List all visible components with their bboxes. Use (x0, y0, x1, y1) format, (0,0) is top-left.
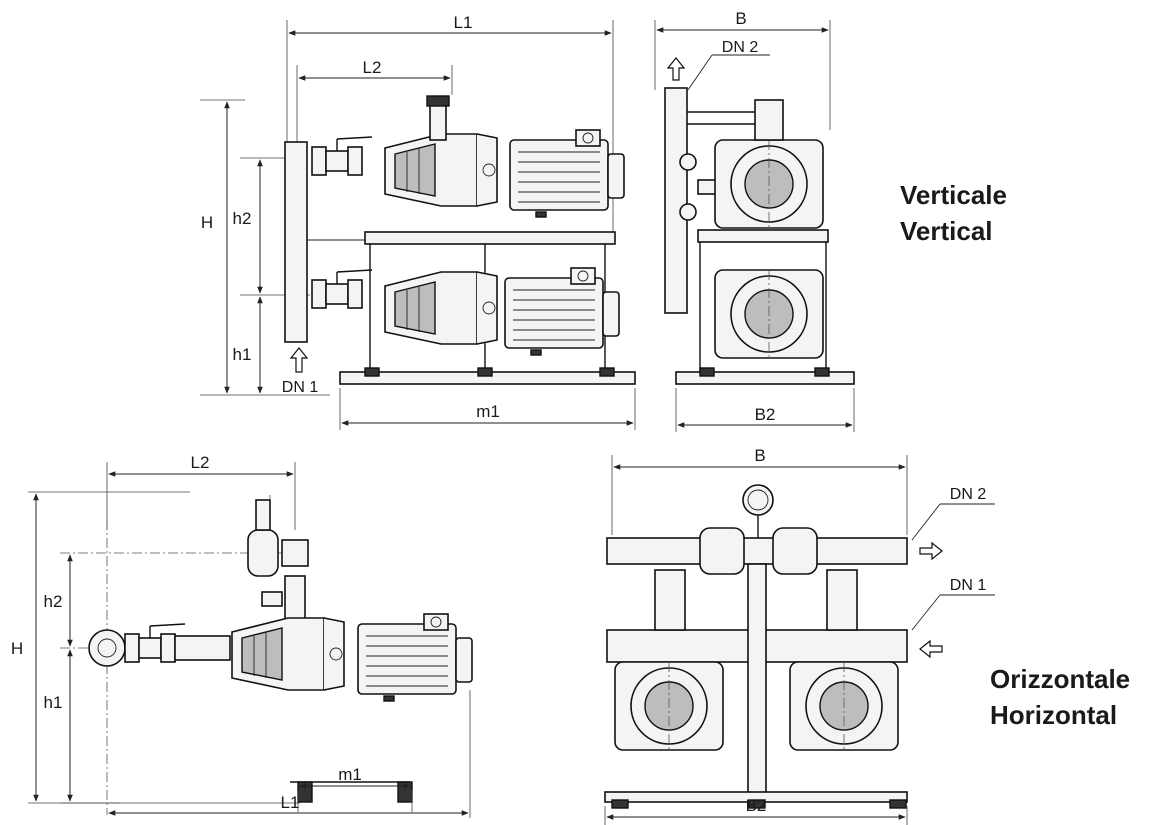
horizontal-side-view: L2 H h2 h1 (11, 453, 473, 818)
dim-L1-h: L1 (281, 793, 300, 812)
dim-B-h: B (754, 446, 765, 465)
dim-m1: m1 (476, 402, 500, 421)
dim-L2: L2 (363, 58, 382, 77)
title-vertical-it: Verticale (900, 180, 1007, 210)
vertical-front-view: B DN 2 B2 (654, 9, 855, 432)
dim-B2-h: B2 (746, 796, 767, 815)
dim-H-h: H (11, 639, 23, 658)
label-DN2-h: DN 2 (950, 486, 987, 503)
dim-H: H (201, 213, 213, 232)
dim-m1-h: m1 (338, 765, 362, 784)
vertical-side-view: L1 L2 H h2 h1 (200, 13, 636, 430)
dim-h2-h: h2 (44, 592, 63, 611)
dim-h1-h: h1 (44, 693, 63, 712)
horizontal-front-view: B DN 2 DN 1 B2 (604, 446, 995, 825)
dim-L1: L1 (454, 13, 473, 32)
dim-L2-h: L2 (191, 453, 210, 472)
dim-B2: B2 (755, 405, 776, 424)
dim-h1: h1 (233, 345, 252, 364)
title-horizontal-en: Horizontal (990, 700, 1118, 730)
title-horizontal-it: Orizzontale (990, 664, 1131, 694)
dim-B: B (735, 9, 746, 28)
label-DN1: DN 1 (282, 379, 319, 396)
label-DN2: DN 2 (722, 39, 759, 56)
label-DN1-h: DN 1 (950, 577, 987, 594)
dim-h2: h2 (233, 209, 252, 228)
title-vertical-en: Vertical (900, 216, 993, 246)
